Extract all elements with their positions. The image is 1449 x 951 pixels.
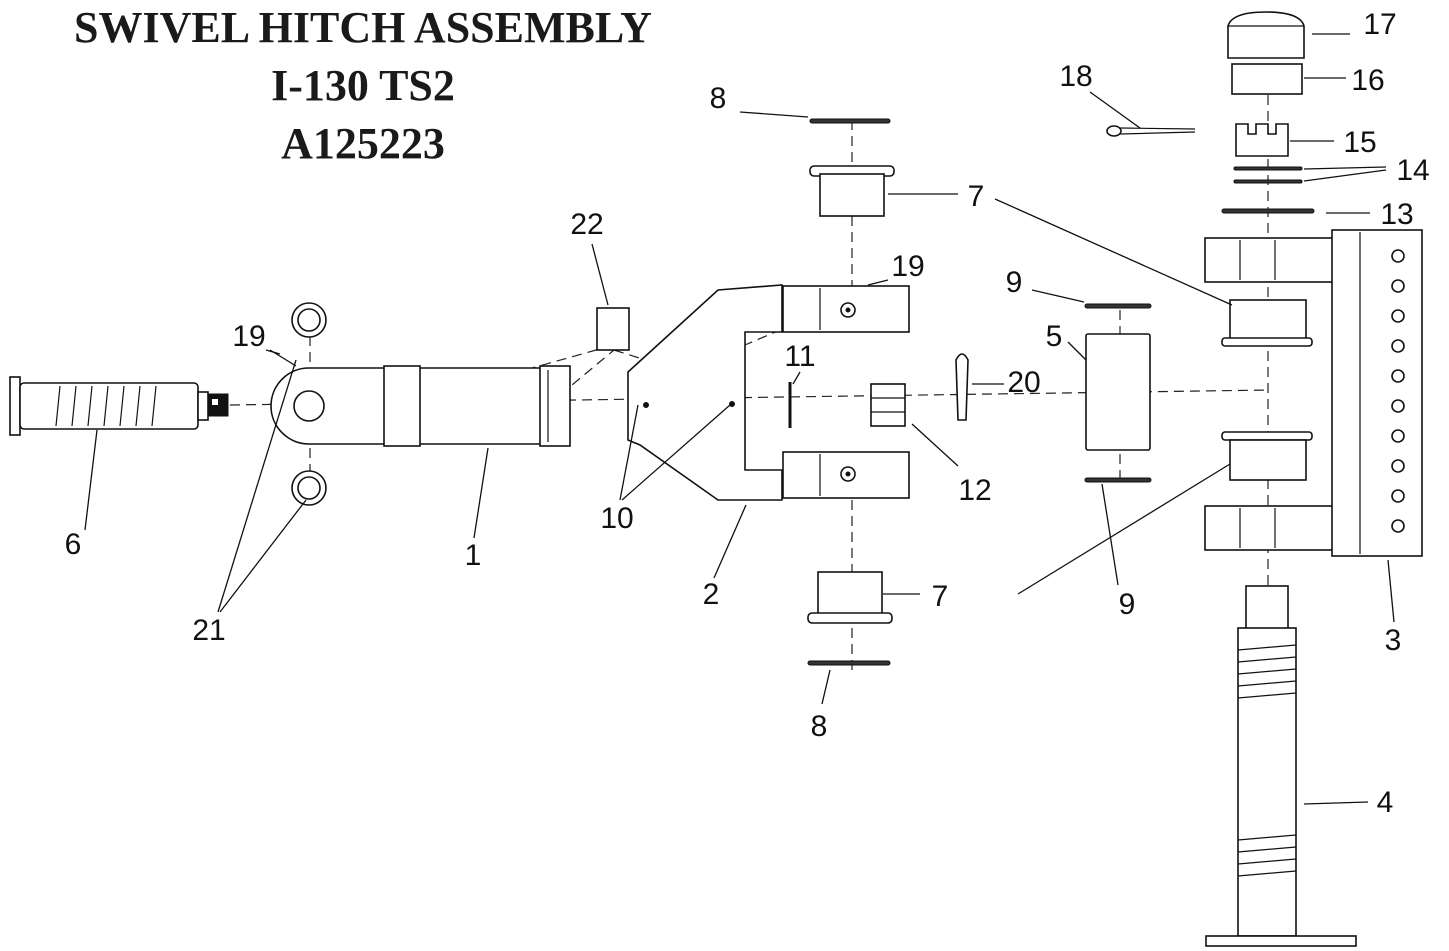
callout-8-bottom: 8 [811, 710, 828, 743]
part-9-washer-top [1084, 303, 1152, 309]
callout-12: 12 [958, 474, 991, 507]
callout-11: 11 [784, 340, 815, 373]
part-22-sleeve [596, 307, 630, 351]
callout-15: 15 [1343, 126, 1376, 159]
part-5-spacer [1085, 333, 1151, 451]
callout-21: 21 [192, 614, 225, 647]
part-6-handle [9, 376, 229, 436]
part-16-collar [1231, 63, 1303, 95]
part-8-washer-top [809, 118, 891, 124]
callout-18: 18 [1059, 60, 1092, 93]
callout-8-top: 8 [710, 82, 727, 115]
callout-9-top: 9 [1006, 266, 1023, 299]
leader-lines [84, 33, 1395, 805]
part-1-tongue [270, 365, 571, 447]
callout-16: 16 [1351, 64, 1384, 97]
callout-9-bottom: 9 [1119, 588, 1136, 621]
callout-6: 6 [65, 528, 82, 561]
callout-13: 13 [1380, 198, 1413, 231]
part-7-bushing-top [809, 165, 895, 217]
part-13-washer [1221, 208, 1315, 214]
part-9-washer-bottom [1084, 477, 1152, 483]
callout-3: 3 [1385, 624, 1402, 657]
callout-17: 17 [1363, 8, 1396, 41]
callout-20: 20 [1007, 366, 1040, 399]
callout-7-top: 7 [968, 180, 985, 213]
part-12-block [870, 383, 906, 427]
part-14-washers [1233, 166, 1303, 184]
callout-5: 5 [1046, 320, 1063, 353]
part-4-jack-post [1205, 585, 1357, 947]
callout-1: 1 [465, 539, 482, 572]
callout-19-right: 19 [891, 250, 924, 283]
part-2-clevis-yoke [627, 284, 910, 501]
part-21-rings [291, 302, 327, 506]
part-8-washer-bottom [807, 660, 891, 666]
callout-7-bottom: 7 [932, 580, 949, 613]
part-7-bushing-bottom [807, 571, 893, 624]
diagram-title: SWIVEL HITCH ASSEMBLY I-130 TS2 A125223 [74, 3, 652, 168]
part-3-frame-bracket [1204, 229, 1423, 557]
part-18-cotter-pin [1106, 125, 1196, 137]
callout-19-left: 19 [232, 320, 265, 353]
part-15-castle-nut [1235, 123, 1289, 157]
callout-4: 4 [1377, 786, 1394, 819]
callout-10: 10 [600, 502, 633, 535]
callout-2: 2 [703, 578, 720, 611]
callout-14: 14 [1396, 154, 1429, 187]
title-line-2: I-130 TS2 [271, 61, 455, 110]
title-line-1: SWIVEL HITCH ASSEMBLY [74, 3, 652, 52]
callout-22: 22 [570, 208, 603, 241]
callout-labels: 1 2 3 4 5 6 7 7 8 8 9 9 10 11 12 13 14 1… [65, 8, 1430, 819]
part-17-cap [1227, 11, 1305, 59]
title-line-3: A125223 [281, 119, 445, 168]
part-20-clip [955, 353, 969, 421]
